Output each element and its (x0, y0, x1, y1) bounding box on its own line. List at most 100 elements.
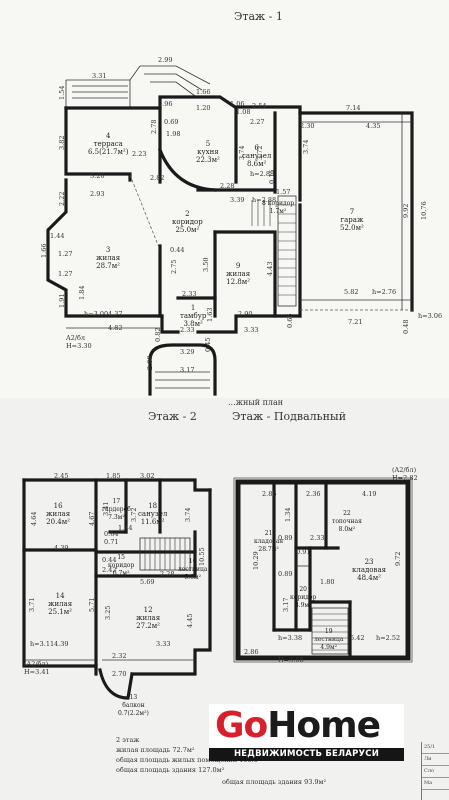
dim: h=3.00 (84, 310, 109, 318)
dim: 0.44 (170, 246, 185, 254)
dim: 10.76 (420, 201, 428, 220)
dim: 5.82 (344, 288, 359, 296)
dim: 0.89 (278, 534, 293, 542)
dim: 0.89 (278, 570, 293, 578)
dim: 2.28 (160, 570, 175, 578)
dim: 1.44 (118, 524, 133, 532)
dim: 1.66 (40, 243, 48, 258)
dim: 2.42 (102, 566, 117, 574)
dim: 1.91 (58, 293, 66, 308)
dim: H=3.68 (278, 656, 304, 664)
dim: 1.08 (236, 108, 251, 116)
floor2-title: Этаж - 2 (148, 410, 197, 423)
dim: 5.69 (140, 578, 155, 586)
dim: 9.92 (402, 203, 410, 218)
dim: 2.33 (182, 290, 197, 298)
dim: 3.26 (90, 172, 105, 180)
dim: 2.82 (150, 174, 165, 182)
dim: h=2.88 (250, 170, 275, 178)
dim: 3.74 (238, 145, 246, 160)
dim: 3.39 (230, 196, 245, 204)
dim: 4.64 (30, 511, 38, 526)
dim: 2.28 (220, 182, 235, 190)
dim: 1.57 (276, 188, 291, 196)
dim: 2.22 (58, 191, 66, 206)
basement-note-total-building: общая площадь здания 93.9м² (222, 778, 327, 786)
dim: 0.71 (104, 538, 119, 546)
dim: h=2.88 (252, 196, 277, 204)
title-block-row: Сло (422, 766, 449, 778)
dim: 3.33 (156, 640, 171, 648)
dim: 3.17 (180, 366, 195, 374)
dim: 4.19 (362, 490, 377, 498)
dim: 2.86 (244, 648, 259, 656)
dim: (A2/бл) (24, 660, 49, 668)
dim: 3.33 (244, 326, 259, 334)
overlay-title: ...жный план (228, 398, 284, 407)
floor2-stairs (139, 537, 191, 571)
gohome-logo-text: GoHome (215, 705, 381, 746)
dim: 2.70 (112, 670, 127, 678)
dim: 2.93 (90, 190, 105, 198)
dim: 5.42 (350, 634, 365, 642)
dim: 2.86 (262, 490, 277, 498)
dim: 2.90 (238, 310, 253, 318)
dim: 1.34 (284, 507, 292, 522)
dim: 4.67 (88, 511, 96, 526)
floor1-porch (148, 343, 217, 396)
dim: 0.96 (158, 100, 173, 108)
dim: 2.45 (54, 472, 69, 480)
gohome-logo-subtitle: НЕДВИЖИМОСТЬ БЕЛАРУСИ (209, 748, 404, 761)
dim: 3.17 (282, 597, 290, 612)
dim: 3.74 (184, 507, 192, 522)
balcony-outline (98, 668, 134, 700)
dim: 2.54 (252, 102, 267, 110)
floor2-note-living-area: жилая площадь 72.7м² (116, 746, 195, 754)
dim: (A2/бл) (392, 466, 417, 474)
dim: 1.80 (320, 578, 335, 586)
dim: H=3.41 (24, 668, 50, 676)
dim: 3.50 (202, 257, 210, 272)
basement-title: Этаж - Подвальный (232, 410, 347, 423)
dim: 4.82 (108, 324, 123, 332)
dim: 4.39 (54, 640, 69, 648)
floor2-note-total-living: общая площадь жилых помещений 103.0 (116, 756, 258, 764)
dim: 3.74 (302, 139, 310, 154)
title-block: 25/1 Ли Сло Ма (421, 742, 449, 800)
dim: 2.00 (146, 355, 154, 370)
dim: 7.14 (346, 104, 361, 112)
title-block-row: 25/1 (422, 742, 449, 754)
dim: h=2.76 (372, 288, 397, 296)
dim: 1.44 (50, 232, 65, 240)
dim: 7.21 (348, 318, 363, 326)
title-block-row: Ма (422, 778, 449, 790)
dim: 4.35 (366, 122, 381, 130)
dim: 2.32 (112, 652, 127, 660)
dim: 1.20 (196, 104, 211, 112)
dim: 3.71 (28, 597, 36, 612)
dim: 1.63 (206, 307, 214, 322)
floor2-note-title: 2 этаж (116, 736, 140, 744)
dim: H=3.30 (66, 342, 92, 350)
dim: 0.91 (296, 548, 311, 556)
dim: h=3.38 (278, 634, 303, 642)
dim: 1.27 (58, 270, 73, 278)
